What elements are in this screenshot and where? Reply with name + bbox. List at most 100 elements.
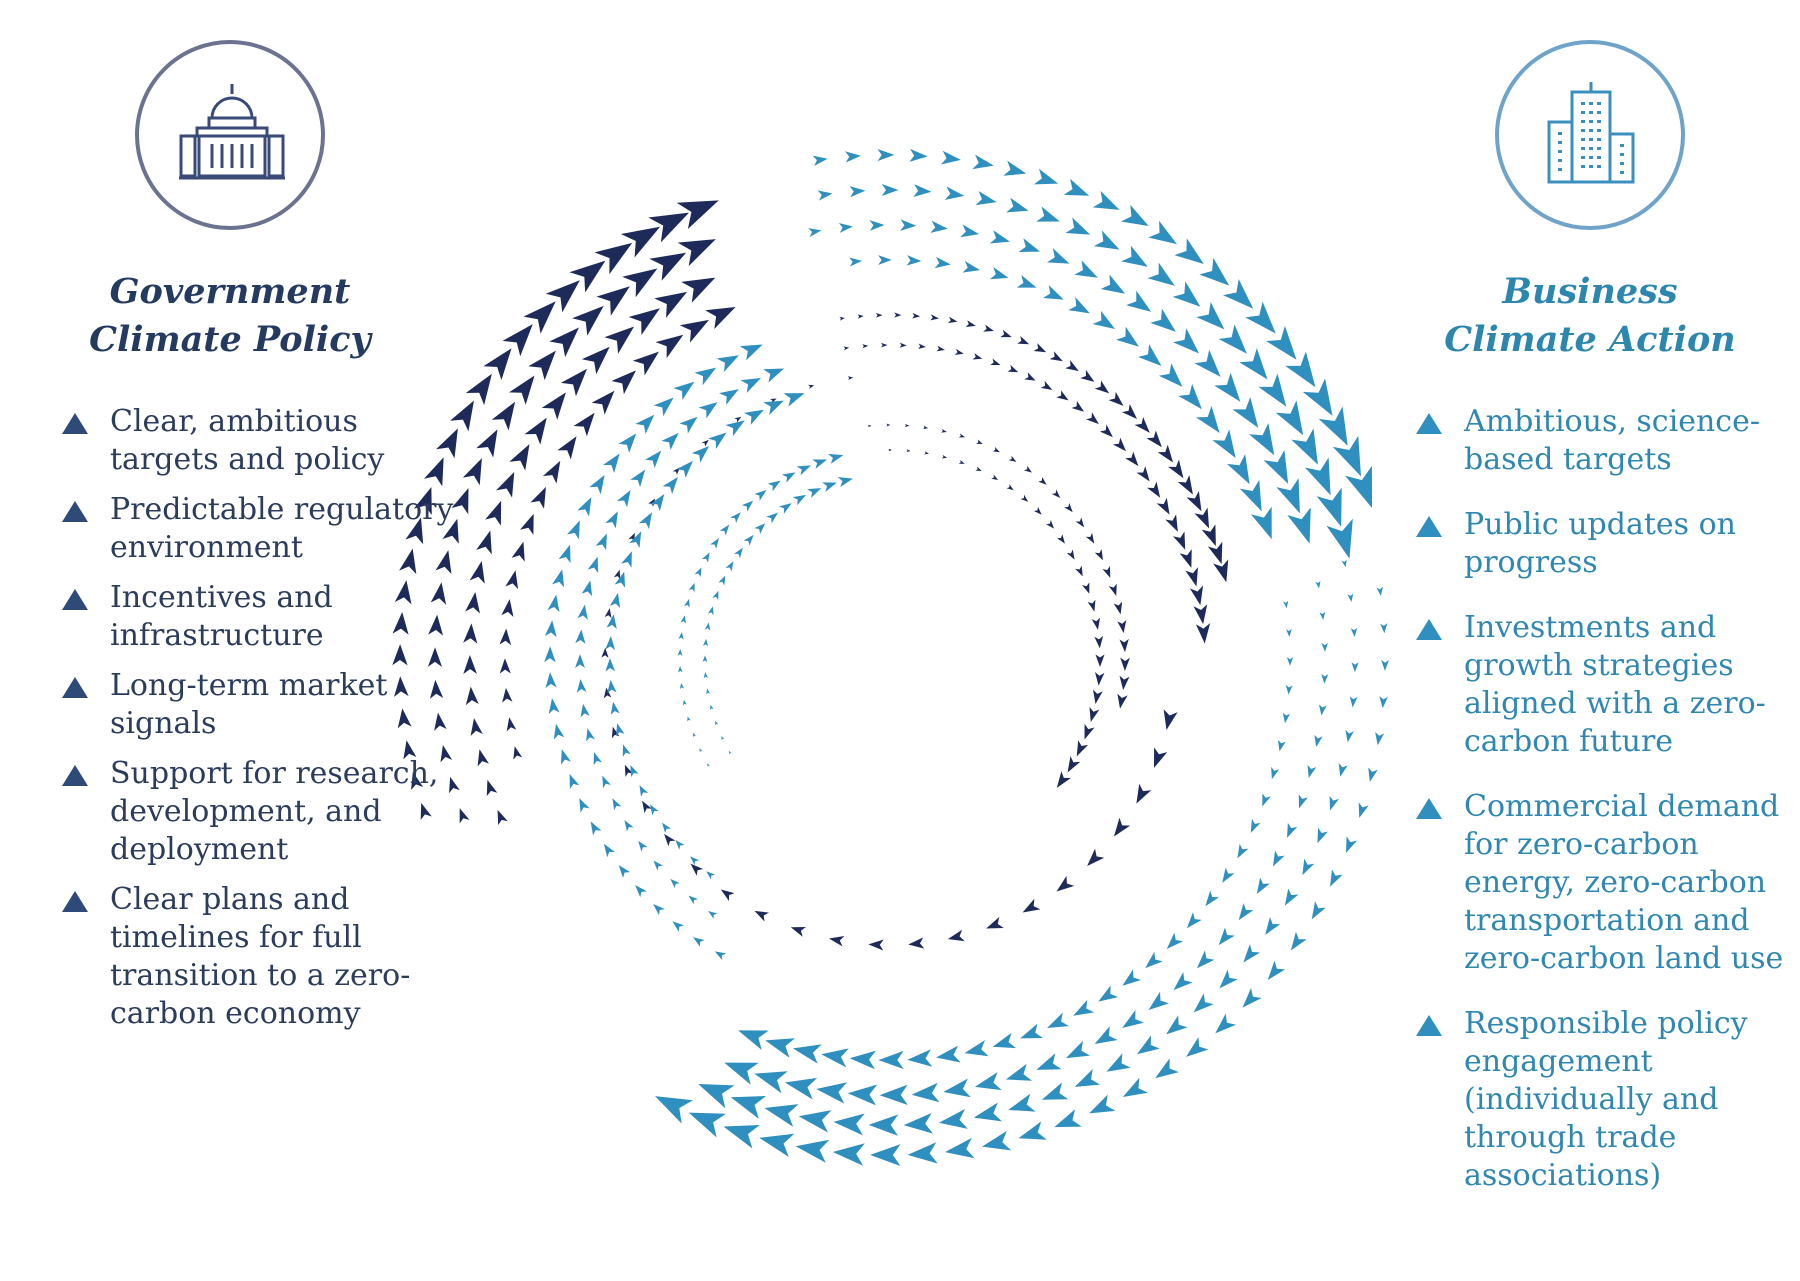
arrow-mark (1024, 372, 1036, 381)
arrow-mark (714, 951, 727, 961)
government-title-line1: Government (109, 271, 351, 312)
arrow-mark (1122, 1009, 1144, 1029)
arrow-mark (833, 1113, 865, 1136)
arrow-mark (808, 228, 822, 238)
arrow-mark (1094, 380, 1110, 394)
arrow-mark (1329, 795, 1339, 811)
arrow-mark (1222, 278, 1254, 309)
arrow-mark (394, 580, 412, 605)
arrow-mark (958, 459, 965, 464)
arrow-mark (1022, 898, 1041, 913)
arrow-mark (403, 740, 417, 760)
arrow-mark (690, 856, 700, 866)
arrow-mark (1091, 617, 1101, 630)
arrow-mark (545, 280, 580, 313)
arrow-mark (733, 547, 743, 559)
arrow-mark (547, 594, 560, 613)
arrow-mark (399, 548, 417, 575)
arrow-mark (569, 773, 580, 789)
arrow-mark (947, 929, 965, 942)
arrow-mark (715, 720, 719, 726)
list-item-text: Support for research, development, and d… (110, 756, 439, 867)
arrow-mark (1243, 944, 1261, 963)
arrow-mark (618, 433, 637, 453)
arrow-mark (607, 679, 617, 694)
arrow-mark (1154, 747, 1168, 768)
arrow-mark (1256, 877, 1270, 895)
arrow-mark (552, 569, 565, 588)
arrow-mark (721, 735, 725, 741)
arrow-mark (638, 840, 648, 852)
triangle-bullet-icon (62, 891, 88, 912)
arrow-mark (1172, 281, 1201, 307)
office-building-icon (1547, 82, 1635, 184)
arrow-mark (1341, 559, 1347, 568)
arrow-mark (678, 666, 683, 673)
arrow-mark (672, 921, 685, 932)
list-item-text: Predictable regulatory environment (110, 492, 454, 565)
arrow-mark (630, 469, 646, 488)
arrow-mark (1065, 360, 1079, 372)
arrow-mark (778, 503, 792, 514)
arrow-mark (843, 346, 850, 351)
arrow-mark (638, 512, 652, 530)
arrow-mark (1008, 455, 1017, 462)
arrow-mark (754, 910, 770, 922)
arrow-mark (1193, 604, 1208, 625)
arrow-mark (677, 648, 683, 656)
arrow-mark (868, 1114, 899, 1136)
arrow-mark (1282, 712, 1291, 724)
arrow-mark (1174, 238, 1204, 264)
arrow-mark (1156, 497, 1170, 515)
arrow-mark (679, 416, 698, 434)
arrow-mark (566, 520, 580, 540)
arrow-mark (698, 402, 718, 419)
arrow-mark (635, 414, 655, 434)
arrow-mark (940, 150, 961, 165)
arrow-mark (575, 654, 586, 668)
arrow-mark (875, 312, 883, 318)
arrow-mark (730, 1095, 767, 1119)
arrow-mark (1194, 507, 1210, 529)
arrow-mark (1155, 1058, 1179, 1079)
arrow-mark (878, 1050, 904, 1070)
arrow-mark (648, 212, 690, 243)
list-item-text: Investments and growth strategies aligne… (1464, 610, 1766, 759)
arrow-mark (1100, 274, 1126, 294)
arrow-mark (628, 308, 660, 335)
arrow-mark (1302, 378, 1333, 416)
arrow-mark (679, 319, 709, 343)
arrow-mark (604, 608, 612, 619)
arrow-mark (989, 266, 1009, 280)
arrow-mark (1345, 465, 1373, 508)
arrow-mark (847, 1084, 878, 1106)
arrow-mark (1036, 206, 1060, 222)
arrow-mark (1117, 620, 1127, 634)
arrow-mark (1146, 430, 1162, 448)
arrow-mark (1166, 1015, 1188, 1035)
arrow-mark (1098, 985, 1119, 1002)
arrow-mark (1314, 734, 1323, 747)
arrow-mark (499, 658, 511, 674)
arrow-mark (577, 497, 592, 517)
arrow-mark (545, 672, 557, 689)
arrow-mark (523, 301, 556, 334)
arrow-mark (654, 291, 688, 318)
arrow-mark (1218, 927, 1235, 946)
arrow-mark (435, 550, 452, 574)
arrow-mark (1071, 400, 1085, 412)
arrow-mark (469, 560, 485, 584)
arrow-mark (1245, 301, 1276, 334)
arrow-mark (1381, 659, 1389, 671)
arrow-mark (1189, 585, 1204, 606)
arrow-mark (649, 252, 687, 281)
arrow-mark (1023, 465, 1032, 473)
list-item-text: Responsible policy engagement (individua… (1464, 1006, 1748, 1193)
arrow-mark (709, 704, 714, 711)
arrow-mark (642, 800, 652, 814)
arrow-mark (1285, 351, 1316, 388)
arrow-mark (913, 184, 932, 197)
list-item-text: Clear, ambitious targets and policy (110, 404, 385, 477)
arrow-mark (509, 444, 530, 471)
arrow-mark (1038, 477, 1047, 485)
